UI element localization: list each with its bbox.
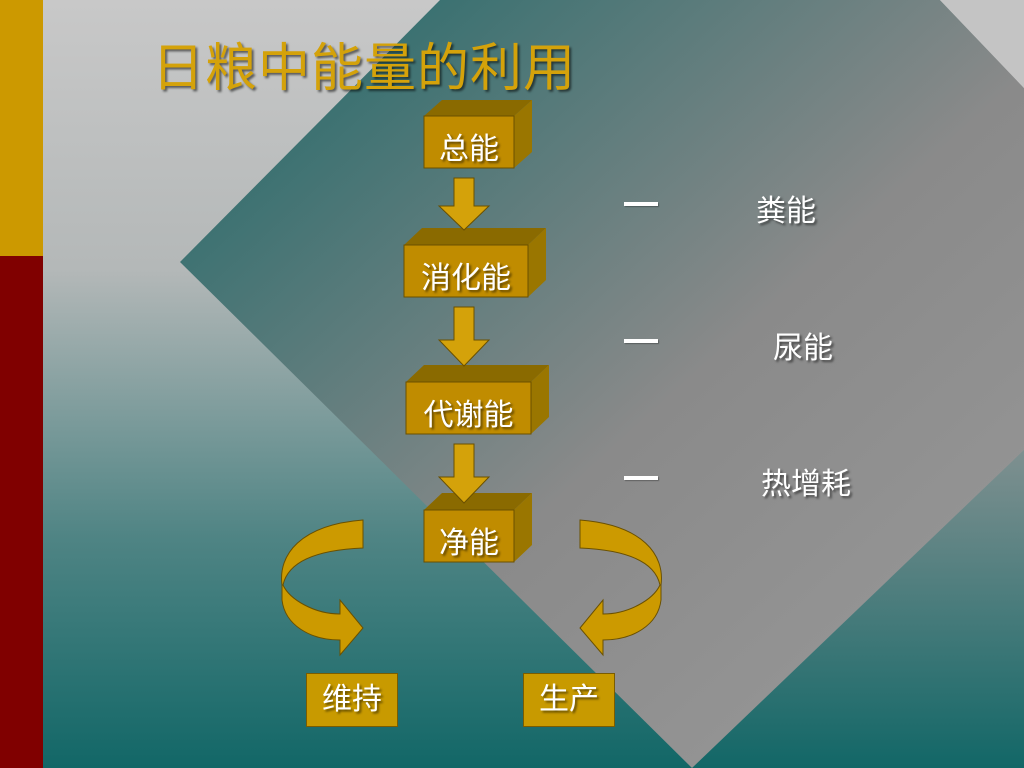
minus-icon: [624, 202, 658, 206]
slide-title: 日粮中能量的利用: [152, 39, 577, 99]
curved-arrow-right-icon: [579, 519, 662, 657]
node-gross-energy-label: 总能: [439, 132, 499, 167]
output-production-box: 生产: [523, 673, 615, 727]
down-arrow-icon: [437, 177, 491, 231]
output-maintenance-box: 维持: [306, 673, 398, 727]
node-gross-energy-box: [423, 100, 532, 169]
node-digestible-energy-box: [403, 228, 546, 298]
node-metabolizable-energy-label: 代谢能: [423, 398, 514, 433]
node-net-energy-box: [423, 493, 532, 563]
gold-side-stripe: [0, 0, 43, 256]
minus-icon: [624, 339, 658, 343]
loss-urinary-energy: 尿能: [773, 331, 833, 366]
node-digestible-energy-label: 消化能: [421, 261, 511, 296]
down-arrow-icon: [437, 306, 491, 367]
node-metabolizable-energy-box: [405, 365, 549, 435]
minus-icon: [624, 476, 658, 480]
loss-heat-increment: 热增耗: [761, 467, 851, 502]
red-side-stripe: [0, 256, 43, 768]
node-net-energy-label: 净能: [439, 526, 499, 561]
down-arrow-icon: [437, 443, 491, 504]
loss-fecal-energy: 粪能: [756, 194, 816, 229]
curved-arrow-left-icon: [281, 519, 364, 657]
